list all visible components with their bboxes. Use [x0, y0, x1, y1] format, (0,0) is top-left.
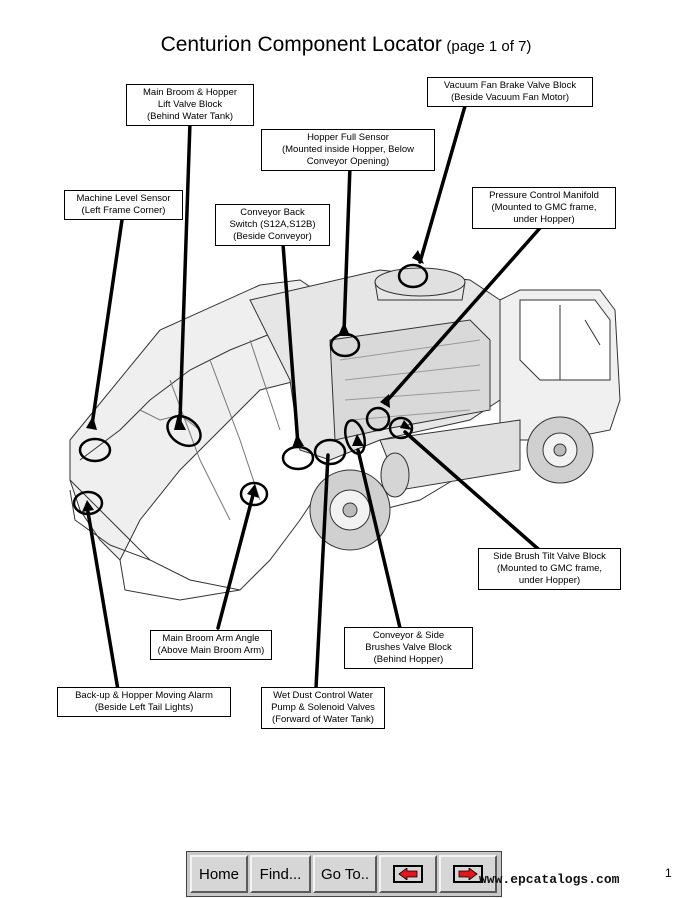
next-page-button[interactable]	[439, 855, 497, 893]
callout-hopper-full-sensor: Hopper Full Sensor (Mounted inside Hoppe…	[261, 129, 435, 171]
page-number: 1	[665, 866, 672, 880]
callout-line: Wet Dust Control Water	[273, 690, 373, 701]
callout-line: Lift Valve Block	[157, 99, 223, 110]
callout-main-broom-hopper-valve: Main Broom & Hopper Lift Valve Block (Be…	[126, 84, 254, 126]
callout-line: (Beside Conveyor)	[233, 231, 312, 242]
callout-conveyor-side-brushes-valve: Conveyor & Side Brushes Valve Block (Beh…	[344, 627, 473, 669]
callout-line: (Behind Water Tank)	[146, 111, 234, 122]
callout-line: Conveyor Opening)	[306, 156, 390, 167]
callout-line: (Mounted inside Hopper, Below	[281, 144, 415, 155]
callout-line: Main Broom & Hopper	[143, 87, 237, 98]
callout-main-broom-arm-angle: Main Broom Arm Angle (Above Main Broom A…	[150, 630, 272, 660]
callout-conveyor-back-switch: Conveyor Back Switch (S12A,S12B) (Beside…	[215, 204, 330, 246]
goto-button-label: Go To..	[320, 865, 370, 883]
callout-side-brush-tilt-valve: Side Brush Tilt Valve Block (Mounted to …	[478, 548, 621, 590]
callout-line: Conveyor & Side	[372, 630, 445, 641]
goto-button[interactable]: Go To..	[313, 855, 377, 893]
previous-page-button[interactable]	[379, 855, 437, 893]
find-button-label: Find...	[259, 865, 302, 883]
callout-line: (Behind Hopper)	[373, 654, 444, 665]
callout-line: Conveyor Back	[240, 207, 305, 218]
callout-line: Vacuum Fan Brake Valve Block	[443, 80, 577, 91]
callout-line: (Mounted to GMC frame,	[491, 202, 597, 213]
callout-line: (Mounted to GMC frame,	[496, 563, 603, 574]
right-arrow-icon	[453, 865, 483, 883]
callout-line: Switch (S12A,S12B)	[229, 219, 316, 230]
callout-line: Back-up & Hopper Moving Alarm	[75, 690, 213, 701]
callout-line: under Hopper)	[513, 214, 575, 225]
callout-line: Pressure Control Manifold	[489, 190, 599, 201]
callout-pressure-control-manifold: Pressure Control Manifold (Mounted to GM…	[472, 187, 616, 229]
callout-line: Side Brush Tilt Valve Block	[493, 551, 606, 562]
callout-machine-level-sensor: Machine Level Sensor (Left Frame Corner)	[64, 190, 183, 220]
home-button-label: Home	[198, 865, 239, 883]
left-arrow-icon	[393, 865, 423, 883]
callout-line: under Hopper)	[518, 575, 581, 586]
callout-line: Hopper Full Sensor	[307, 132, 389, 143]
callout-line: (Above Main Broom Arm)	[157, 645, 265, 656]
title-subtitle: (page 1 of 7)	[446, 38, 532, 55]
callout-vacuum-fan-brake: Vacuum Fan Brake Valve Block (Beside Vac…	[427, 77, 593, 107]
callout-line: (Left Frame Corner)	[81, 205, 166, 216]
callout-line: (Forward of Water Tank)	[272, 714, 374, 725]
callout-line: (Beside Vacuum Fan Motor)	[450, 92, 570, 103]
callout-line: Main Broom Arm Angle	[162, 633, 260, 644]
home-button[interactable]: Home	[190, 855, 248, 893]
callout-wet-dust-control: Wet Dust Control Water Pump & Solenoid V…	[261, 687, 385, 729]
callout-line: Machine Level Sensor	[76, 193, 171, 204]
callout-line: Brushes Valve Block	[365, 642, 452, 653]
callout-backup-alarm: Back-up & Hopper Moving Alarm (Beside Le…	[57, 687, 231, 717]
navigation-bar: Home Find... Go To..	[186, 851, 502, 897]
callout-line: (Beside Left Tail Lights)	[94, 702, 194, 713]
watermark: www.epcatalogs.com	[479, 872, 620, 887]
callout-line: Pump & Solenoid Valves	[271, 702, 375, 713]
page-title: Centurion Component Locator (page 1 of 7…	[0, 33, 692, 57]
find-button[interactable]: Find...	[250, 855, 311, 893]
title-main: Centurion Component Locator	[160, 33, 442, 56]
